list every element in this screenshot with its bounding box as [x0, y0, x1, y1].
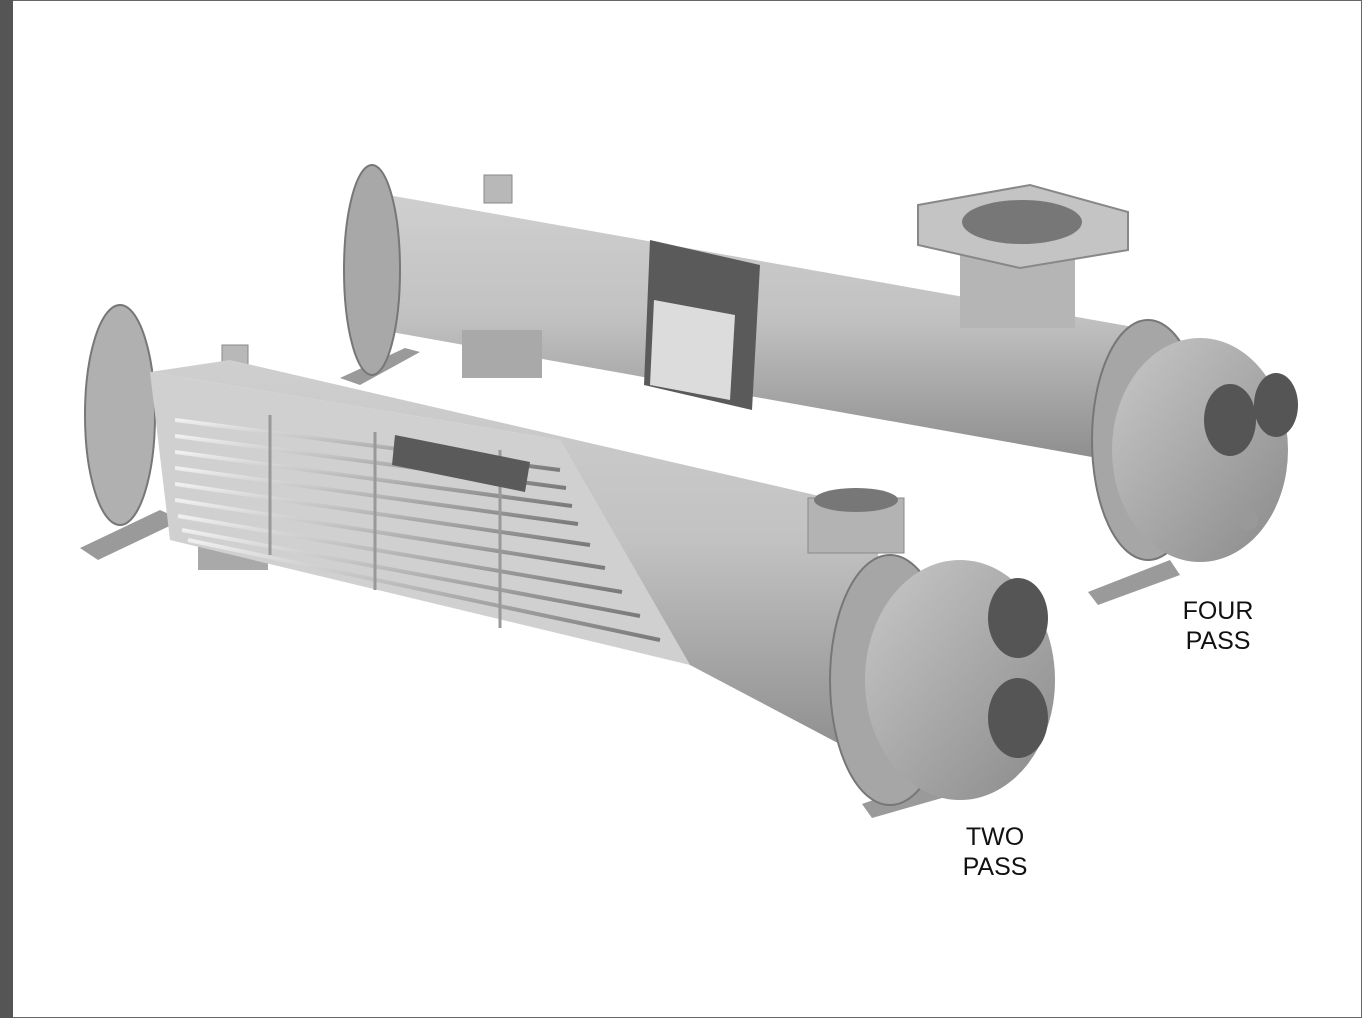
four-pass-inlet-bore: [962, 200, 1082, 244]
four-pass-port-upper: [1204, 384, 1256, 456]
frame-left-bar: [0, 0, 13, 1018]
two-pass-left-flange: [84, 304, 156, 526]
two-pass-shell: [150, 360, 880, 760]
two-pass-nameplate: [392, 435, 530, 492]
two-pass-exchanger: [80, 304, 1055, 818]
four-pass-port-lower: [1254, 373, 1298, 437]
four-pass-label-line1: FOUR: [1182, 597, 1254, 625]
four-pass-label-line2: PASS: [1185, 627, 1251, 655]
four-pass-head: [1112, 338, 1288, 562]
four-pass-top-nozzle: [483, 174, 513, 204]
two-pass-left-foot: [80, 510, 182, 560]
four-pass-label: FOUR PASS: [1168, 596, 1268, 656]
two-pass-port-upper: [988, 578, 1048, 658]
two-pass-top-port-bore: [814, 488, 898, 512]
two-pass-label: TWO PASS: [945, 822, 1045, 882]
four-pass-shell: [370, 195, 1150, 462]
four-pass-right-foot: [1088, 560, 1180, 605]
two-pass-label-line2: PASS: [962, 853, 1028, 881]
four-pass-left-flange: [343, 164, 401, 376]
two-pass-label-line1: TWO: [965, 823, 1025, 851]
two-pass-port-lower: [988, 678, 1048, 758]
four-pass-exchanger: [340, 164, 1298, 605]
four-pass-bottom-nozzle: [462, 330, 542, 378]
four-pass-nameplate-panel: [650, 300, 735, 400]
frame-top-border: [13, 0, 1362, 1]
four-pass-drain: [1238, 510, 1258, 530]
